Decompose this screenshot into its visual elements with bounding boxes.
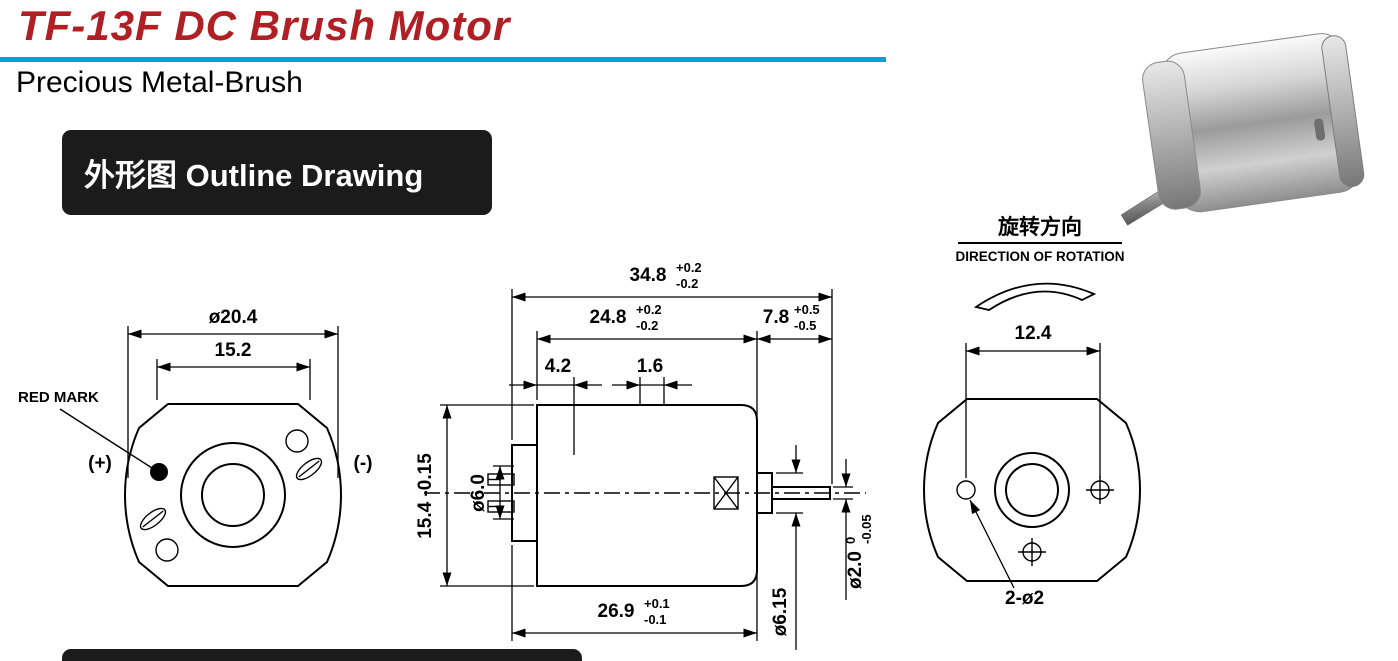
dim-shaft-length: 7.8 [763, 307, 789, 328]
photo-end-cap [1321, 35, 1365, 187]
svg-text:ø2.0: ø2.0 [845, 551, 866, 589]
dim-total-length-tol-plus: +0.2 [676, 260, 702, 275]
dim-step: 1.6 [637, 356, 663, 377]
dim-body-length-tol-minus: -0.2 [636, 318, 658, 333]
terminal-slot-negative [295, 457, 323, 481]
svg-text:ø6.0: ø6.0 [468, 474, 489, 512]
svg-text:15.4 -0.15: 15.4 -0.15 [415, 453, 436, 539]
rotation-label-en: DIRECTION OF ROTATION [956, 249, 1125, 264]
dim-outer-diameter: ø20.4 [209, 307, 258, 328]
dim-body-length-tol-plus: +0.2 [636, 302, 662, 317]
red-mark-dot [150, 463, 168, 481]
rotation-direction: 旋转方向 DIRECTION OF ROTATION [956, 215, 1125, 311]
title-underline [0, 57, 886, 62]
vent-hole-bottom [155, 538, 179, 562]
negative-terminal-label: (-) [354, 453, 373, 474]
next-section-heading [62, 649, 582, 661]
dim-case-length: 26.9 [598, 601, 635, 622]
dim-body-height: 15.4 -0.15 [415, 453, 436, 539]
mounting-hole-left [956, 480, 976, 500]
dim-case-length-tol-plus: +0.1 [644, 596, 670, 611]
dim-shaft-diameter: ø2.0 0 -0.05 [843, 514, 874, 589]
shaft [771, 486, 831, 500]
svg-text:-0.05: -0.05 [859, 514, 874, 544]
motor-photo-render [1120, 33, 1365, 226]
dim-shaft-length-tol-plus: +0.5 [794, 302, 820, 317]
rotation-label-cn: 旋转方向 [997, 215, 1082, 239]
side-view: 34.8 +0.2 -0.2 24.8 +0.2 -0.2 7.8 +0.5 -… [415, 260, 874, 650]
dim-body-length: 24.8 [590, 307, 627, 328]
dim-case-length-tol-minus: -0.1 [644, 612, 666, 627]
front-view: RED MARK (+) (-) ø20.4 15.2 [18, 307, 373, 587]
terminal-slot-positive [139, 507, 167, 531]
rear-view: 12.4 2-ø2 [923, 323, 1141, 609]
dim-shaft-length-tol-minus: -0.5 [794, 318, 816, 333]
center-hole-circle [201, 463, 265, 527]
outline-drawing-heading: 外形图 Outline Drawing [62, 130, 492, 215]
svg-text:0: 0 [843, 537, 858, 544]
dim-terminal-circle: ø6.0 [468, 474, 489, 512]
outline-drawing-heading-label: 外形图 Outline Drawing [84, 158, 424, 193]
dim-terminal-spacing: 15.2 [215, 340, 252, 361]
vent-hole-top [285, 429, 309, 453]
bearing-detail [713, 476, 739, 510]
photo-vent [1314, 118, 1326, 141]
dim-total-length: 34.8 [630, 265, 667, 286]
motor-photo [1120, 33, 1365, 226]
rear-boss-outer [994, 452, 1070, 528]
motor-face-outline [123, 403, 343, 587]
dim-mounting-holes: 2-ø2 [1005, 588, 1044, 609]
red-mark-leader [59, 408, 153, 469]
red-mark-label: RED MARK [18, 389, 99, 406]
dim-hole-spacing: 12.4 [1015, 323, 1052, 344]
dim-endcap: 4.2 [545, 356, 571, 377]
bearing-boss-circle [180, 442, 286, 548]
photo-front-face [1142, 60, 1201, 210]
positive-terminal-label: (+) [88, 453, 112, 474]
svg-text:ø6.15: ø6.15 [770, 587, 791, 636]
dim-bushing-diameter: ø6.15 [770, 587, 791, 636]
page-title: TF-13F DC Brush Motor [18, 2, 511, 49]
dim-total-length-tol-minus: -0.2 [676, 276, 698, 291]
page-subtitle: Precious Metal-Brush [16, 66, 303, 99]
rear-boss-inner [1005, 463, 1059, 517]
rotation-arrow-icon [973, 282, 1097, 311]
